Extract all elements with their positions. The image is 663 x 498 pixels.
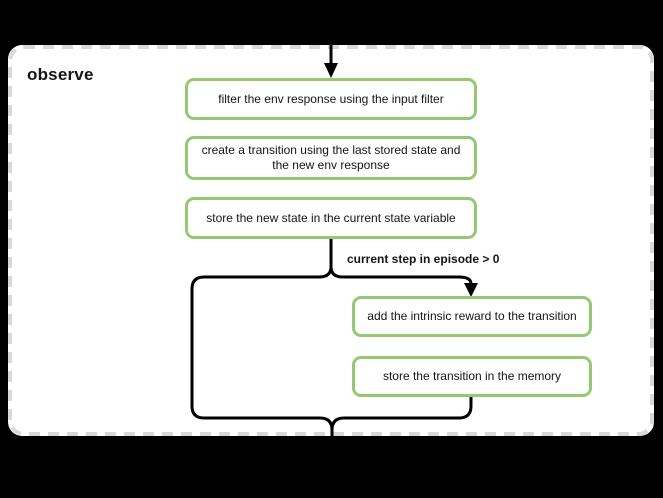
edge-left-bypass-loop (190, 266, 334, 455)
node-store-transition: store the transition in the memory (352, 356, 592, 397)
node-create-transition-label: create a transition using the last store… (201, 143, 461, 172)
edge-condition-branch (329, 266, 473, 285)
edge-after-store-transition (330, 397, 473, 455)
condition-branch-arrowhead-icon (464, 283, 478, 297)
node-store-transition-label: store the transition in the memory (382, 369, 562, 383)
node-store-new-state: store the new state in the current state… (185, 197, 477, 239)
node-add-intrinsic-reward-label: add the intrinsic reward to the transiti… (367, 309, 577, 323)
node-filter-env-response: filter the env response using the input … (185, 78, 477, 120)
node-store-new-state-label: store the new state in the current state… (206, 210, 456, 225)
node-filter-env-response-label: filter the env response using the input … (218, 91, 444, 106)
condition-label: current step in episode > 0 (347, 252, 500, 266)
entry-arrowhead-icon (324, 63, 338, 78)
node-create-transition: create a transition using the last store… (185, 136, 477, 180)
group-title: observe (27, 65, 94, 84)
node-add-intrinsic-reward: add the intrinsic reward to the transiti… (352, 296, 592, 337)
